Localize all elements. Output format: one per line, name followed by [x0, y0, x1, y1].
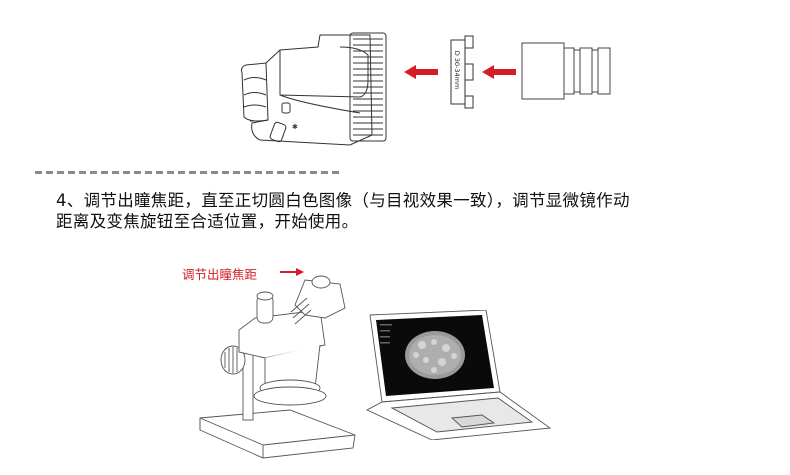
camera-illustration: ✱: [240, 25, 390, 155]
instruction-line-2: 距离及变焦旋钮至合适位置，开始使用。: [56, 212, 359, 231]
instruction-line-1: 4、调节出瞳焦距，直至正切圆白色图像（与目视效果一致），调节显微镜作动: [56, 191, 630, 210]
stereo-microscope-illustration: [195, 270, 370, 460]
step-4-instruction: 4、调节出瞳焦距，直至正切圆白色图像（与目视效果一致），调节显微镜作动 距离及变…: [56, 190, 756, 232]
adapter-size-label: D 30-34mm: [453, 50, 461, 90]
eyepiece-illustration: [520, 42, 612, 102]
laptop-illustration: [362, 310, 552, 440]
callout-arrow-icon: [280, 268, 304, 276]
arrow-left-icon: [482, 65, 516, 79]
adapter-ring-illustration: D 30-34mm: [449, 34, 475, 110]
dashed-divider: [35, 171, 340, 174]
arrow-left-icon: [404, 65, 438, 79]
svg-text:✱: ✱: [292, 123, 298, 131]
callout-label: 调节出瞳焦距: [182, 267, 258, 282]
